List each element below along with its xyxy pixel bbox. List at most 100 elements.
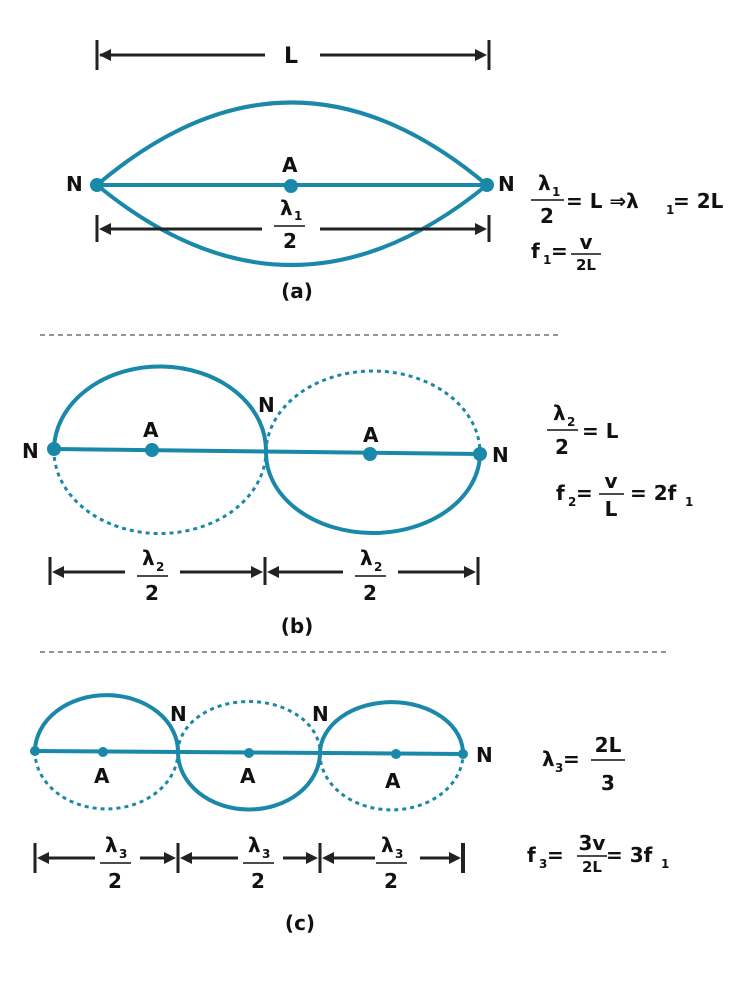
wave-solid — [33, 693, 181, 753]
rhs: = 3f — [606, 843, 653, 867]
antinode-point — [391, 749, 401, 759]
subscript: 1 — [666, 203, 674, 217]
subscript: 3 — [555, 761, 563, 775]
equation-c1: λ 3 = 2L 3 — [542, 733, 625, 795]
node-point — [473, 447, 487, 461]
lambda-symbol: λ — [248, 833, 261, 857]
wave-dashed — [264, 369, 482, 455]
half-wavelength-dimension: λ 1 2 — [95, 196, 491, 253]
subscript: 3 — [395, 847, 403, 861]
length-label: L — [284, 44, 298, 69]
node-label: N — [498, 172, 515, 196]
node-label: N — [170, 702, 187, 726]
f-symbol: f — [527, 843, 536, 867]
antinode-point — [363, 447, 377, 461]
node-label: N — [312, 702, 329, 726]
numerator: v — [604, 469, 617, 493]
denominator: 2 — [251, 869, 265, 893]
denominator: 2 — [283, 229, 297, 253]
equals: = — [551, 239, 568, 263]
subscript: 2 — [156, 560, 164, 574]
numerator: v — [579, 230, 592, 254]
numerator: 3v — [579, 831, 606, 855]
caption-b: (b) — [281, 614, 314, 638]
antinode-label: A — [385, 769, 401, 793]
denominator: 2 — [384, 869, 398, 893]
denominator: 2 — [145, 581, 159, 605]
denominator: 3 — [601, 771, 615, 795]
antinode-point — [145, 443, 159, 457]
wave-lower — [95, 183, 489, 267]
denominator: 2L — [582, 858, 602, 876]
subscript: 1 — [543, 253, 551, 267]
antinode-label: A — [240, 764, 256, 788]
lambda-symbol: λ — [542, 747, 555, 771]
lambda-symbol: λ — [360, 546, 373, 570]
equation-c2: f 3 = 3v 2L = 3f 1 — [527, 831, 669, 876]
denominator: L — [605, 497, 618, 521]
rhs: = 2f — [630, 481, 677, 505]
antinode-label: A — [94, 764, 110, 788]
wave-dashed — [52, 448, 268, 535]
denominator: 2 — [555, 435, 569, 459]
antinode-point — [284, 179, 298, 193]
rhs: = L — [582, 419, 619, 443]
caption-a: (a) — [281, 279, 313, 303]
equation-a1: λ 1 2 = L ⇒λ 1 = 2L — [531, 171, 724, 228]
length-dimension: L — [95, 40, 491, 70]
denominator: 2 — [363, 581, 377, 605]
denominator: 2 — [540, 204, 554, 228]
antinode-label: A — [282, 153, 298, 177]
node-label: N — [22, 439, 39, 463]
lambda-symbol: λ — [280, 196, 293, 220]
f-symbol: f — [556, 481, 565, 505]
equals: = — [563, 747, 580, 771]
wave-solid — [52, 364, 269, 453]
half-wavelength-dimensions: λ 3 2 λ 3 2 λ 3 2 — [33, 833, 465, 893]
subscript: 2 — [374, 560, 382, 574]
node-point — [30, 746, 40, 756]
denominator: 2 — [108, 869, 122, 893]
wave-solid — [175, 751, 322, 812]
equation-a2: f 1 = v 2L — [531, 230, 601, 274]
numerator: 2L — [595, 733, 622, 757]
node-label: N — [476, 743, 493, 767]
antinode-label: A — [143, 418, 159, 442]
node-point — [480, 178, 494, 192]
caption-c: (c) — [285, 911, 315, 935]
lambda-symbol: λ — [553, 401, 566, 425]
wave-solid — [318, 700, 466, 755]
wave-dashed — [33, 750, 180, 811]
antinode-label: A — [363, 423, 379, 447]
f-symbol: f — [531, 239, 540, 263]
antinode-point — [98, 747, 108, 757]
panel-a-fundamental: L N N A λ 1 2 (a) λ 1 2 = L ⇒λ — [66, 40, 724, 303]
subscript: 1 — [685, 495, 693, 509]
subscript: 2 — [568, 495, 576, 509]
wave-upper — [95, 100, 489, 187]
half-wavelength-dimensions: λ 2 2 λ 2 2 — [48, 546, 480, 605]
equals: = — [547, 843, 564, 867]
wave-dashed — [176, 700, 322, 754]
subscript: 1 — [552, 185, 560, 199]
lambda-symbol: λ — [538, 171, 551, 195]
panel-b-second-harmonic: N N N A A λ 2 2 λ 2 2 (b) λ 2 2 = L — [22, 364, 693, 638]
node-label: N — [258, 393, 275, 417]
node-label: N — [66, 172, 83, 196]
lambda-symbol: λ — [105, 833, 118, 857]
lambda-symbol: λ — [381, 833, 394, 857]
subscript: 1 — [661, 857, 669, 871]
wave-solid — [263, 451, 482, 535]
rhs: = L ⇒λ — [566, 189, 639, 213]
node-point — [458, 749, 468, 759]
subscript: 3 — [539, 857, 547, 871]
lambda-symbol: λ — [142, 546, 155, 570]
subscript: 3 — [119, 847, 127, 861]
node-point — [47, 442, 61, 456]
lambda-subscript: 1 — [294, 209, 302, 223]
denominator: 2L — [576, 256, 596, 274]
string — [53, 447, 481, 456]
rhs: = 2L — [673, 189, 724, 213]
node-label: N — [492, 443, 509, 467]
